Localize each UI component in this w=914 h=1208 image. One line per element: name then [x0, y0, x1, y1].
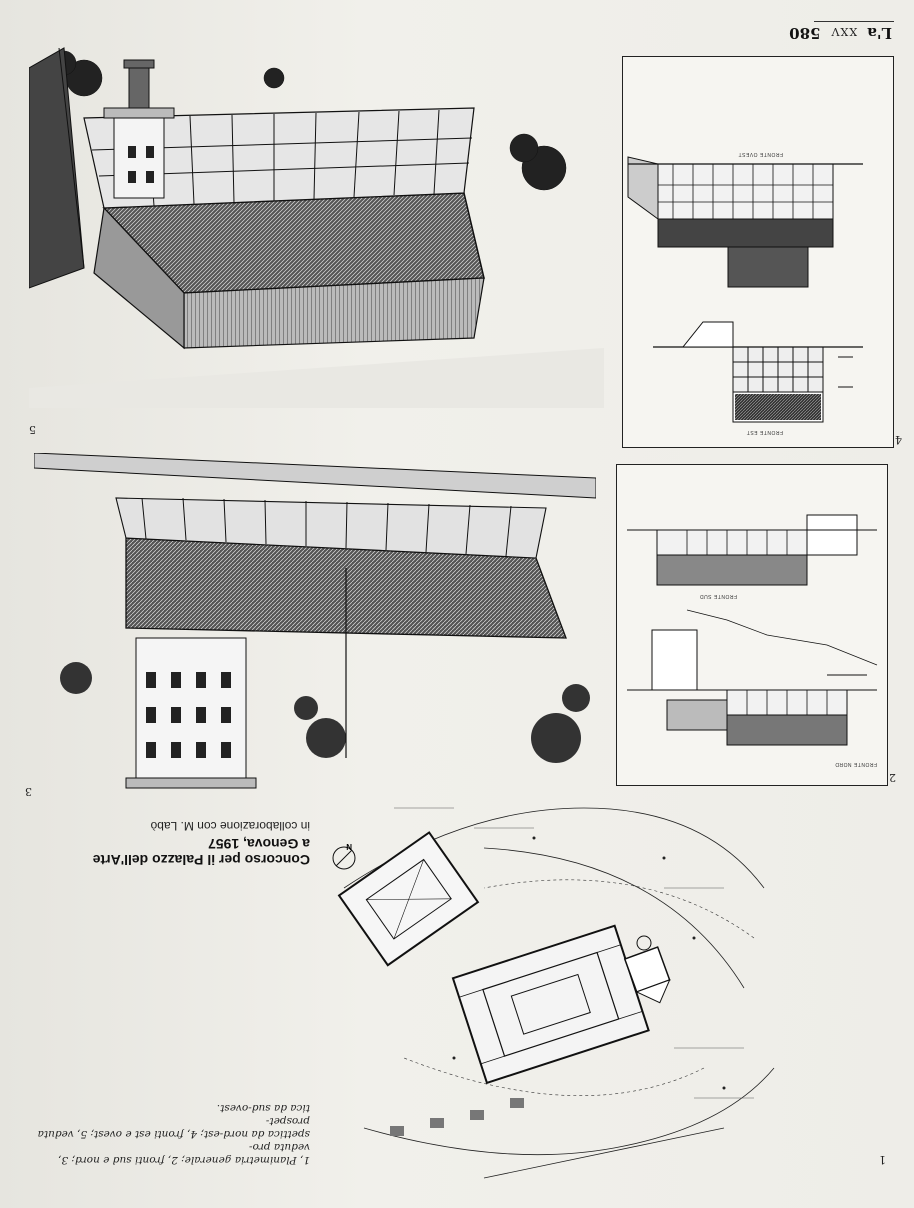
perspective-north-east-drawing — [33, 452, 597, 789]
elevation-lower — [627, 156, 863, 288]
section-lower — [627, 514, 878, 666]
figure-5-number: 5 — [29, 423, 36, 436]
label-fronte-ovest: FRONTE OVEST — [738, 151, 783, 157]
caption-line-3: tica da sud-ovest. — [216, 1102, 310, 1114]
north-label: N — [346, 843, 352, 852]
figure-3-number: 3 — [25, 785, 32, 798]
elevation-upper — [653, 321, 863, 423]
figure-4-frame: FRONTE OVEST FRONTE EST — [622, 56, 894, 448]
page-number: 580 — [789, 24, 821, 42]
article-title-year: a Genova, 1957 — [208, 836, 310, 852]
header-rule — [814, 21, 894, 22]
fronts-south-north-drawing — [627, 514, 878, 746]
label-fronte-nord: FRONTE NORD — [834, 761, 877, 767]
figure-1-site-plan: N — [314, 793, 784, 1188]
caption-line-2: spettica da nord-est; 4, fronti est e ov… — [37, 1115, 310, 1140]
figure-2-frame: FRONTE SUD FRONTE NORD — [616, 464, 888, 786]
caption-line-1: 1, Planimetria generale; 2, fronti sud e… — [58, 1141, 310, 1166]
north-arrow — [332, 846, 356, 870]
figure-1-label: 1 — [879, 1153, 886, 1166]
page-header: L'a XXV 580 — [772, 22, 892, 42]
figure-2-number: 2 — [889, 771, 896, 784]
volume-number: XXV — [830, 25, 858, 38]
publication-name: L'a — [867, 24, 892, 42]
figure-5-perspective — [28, 38, 604, 408]
label-fronte-est: FRONTE EST — [746, 429, 783, 435]
article-title-block: Concorso per il Palazzo dell'Arte a Geno… — [10, 819, 310, 868]
figure-4-number: 4 — [895, 433, 902, 446]
collaboration-credit: in collaborazione con M. Labò — [150, 819, 310, 833]
section-upper — [627, 629, 877, 746]
figure-3-perspective — [33, 452, 597, 798]
fronts-east-west-drawing — [627, 156, 863, 423]
article-title: Concorso per il Palazzo dell'Arte — [92, 852, 310, 868]
perspective-south-west-drawing — [28, 47, 604, 408]
label-fronte-sud: FRONTE SUD — [699, 593, 738, 599]
figure-caption: 1, Planimetria generale; 2, fronti sud e… — [20, 1101, 310, 1166]
site-plan-drawing — [332, 807, 775, 1179]
